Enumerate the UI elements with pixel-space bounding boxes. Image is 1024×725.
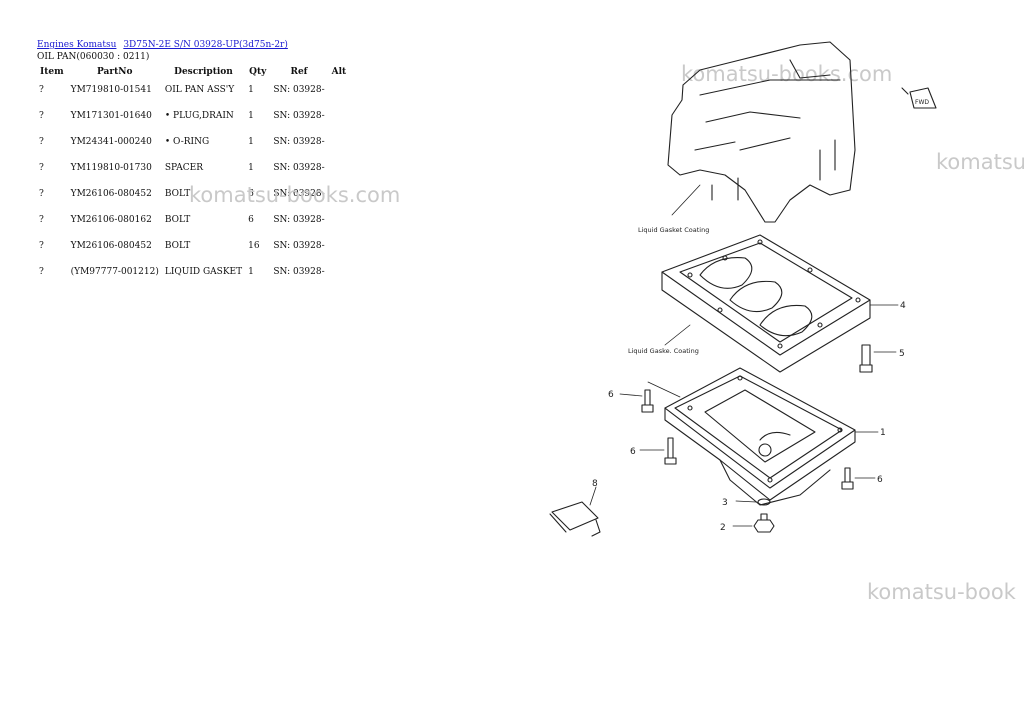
table-row: ? YM26106-080162 BOLT 6 SN: 03928- bbox=[36, 215, 350, 241]
cell-partno: YM26106-080452 bbox=[70, 241, 152, 251]
cell-partno: YM24341-000240 bbox=[70, 137, 152, 147]
cell-item: ? bbox=[39, 111, 44, 121]
fwd-arrow-icon bbox=[901, 87, 937, 109]
table-row: ? YM26106-080452 BOLT 6 SN: 03928- bbox=[36, 189, 350, 215]
cell-qty: 6 bbox=[248, 189, 254, 199]
cell-partno: (YM97777-001212) bbox=[70, 267, 159, 277]
gasket-coating-note: Liquid Gasket Coating bbox=[638, 226, 709, 234]
spacer-drawing bbox=[661, 234, 871, 373]
cell-item: ? bbox=[39, 163, 44, 173]
cell-item: ? bbox=[39, 189, 44, 199]
breadcrumb-link-engines[interactable]: Engines Komatsu bbox=[37, 40, 117, 50]
cell-qty: 1 bbox=[248, 111, 254, 121]
cell-ref: SN: 03928- bbox=[273, 189, 325, 199]
cell-ref: SN: 03928- bbox=[273, 241, 325, 251]
parts-table: Item PartNo Description Qty Ref Alt ? YM7… bbox=[36, 65, 350, 285]
cell-description: OIL PAN ASS'Y bbox=[164, 85, 235, 95]
column-header-item: Item bbox=[40, 67, 64, 77]
engine-block-drawing bbox=[667, 41, 856, 223]
cell-ref: SN: 03928- bbox=[273, 163, 325, 173]
callout-5: 5 bbox=[899, 349, 905, 359]
drain-plug-drawing bbox=[753, 513, 775, 533]
oil-pan-drawing bbox=[664, 367, 856, 506]
cell-item: ? bbox=[39, 215, 44, 225]
cell-description: • PLUG,DRAIN bbox=[164, 111, 234, 121]
fwd-label: FWD bbox=[915, 99, 929, 106]
cell-alt bbox=[328, 215, 351, 241]
cell-description: • O-RING bbox=[164, 137, 210, 147]
cell-ref: SN: 03928- bbox=[273, 215, 325, 225]
column-header-description: Description bbox=[174, 67, 233, 77]
cell-partno: YM119810-01730 bbox=[70, 163, 152, 173]
cell-description: SPACER bbox=[164, 163, 203, 173]
table-row: ? YM119810-01730 SPACER 1 SN: 03928- bbox=[36, 163, 350, 189]
table-row: ? YM26106-080452 BOLT 16 SN: 03928- bbox=[36, 241, 350, 267]
column-header-ref: Ref bbox=[290, 67, 308, 77]
bolt-6-right-drawing bbox=[841, 467, 854, 490]
breadcrumb-link-model[interactable]: 3D75N-2E S/N 03928-UP(3d75n-2r) bbox=[123, 40, 288, 50]
cell-alt bbox=[328, 241, 351, 267]
cell-qty: 1 bbox=[248, 163, 254, 173]
cell-alt bbox=[328, 85, 351, 111]
cell-partno: YM719810-01541 bbox=[70, 85, 152, 95]
cell-item: ? bbox=[39, 137, 44, 147]
cell-item: ? bbox=[39, 241, 44, 251]
breadcrumb: Engines Komatsu 3D75N-2E S/N 03928-UP(3d… bbox=[37, 40, 292, 50]
bolt-6-left-drawing bbox=[641, 389, 654, 413]
cell-ref: SN: 03928- bbox=[273, 111, 325, 121]
table-row: ? YM171301-01640 • PLUG,DRAIN 1 SN: 03928- bbox=[36, 111, 350, 137]
gasket-coating-note-2: Liquid Gaske. Coating bbox=[628, 347, 699, 355]
cell-description: LIQUID GASKET bbox=[164, 267, 243, 277]
cell-ref: SN: 03928- bbox=[273, 85, 325, 95]
oil-pan-exploded-diagram: FWD Liquid Gasket Coating 4 5 Liquid Gas… bbox=[549, 41, 937, 537]
cell-qty: 6 bbox=[248, 215, 254, 225]
page-subtitle: OIL PAN(060030 : 0211) bbox=[37, 52, 150, 62]
cell-description: BOLT bbox=[164, 241, 191, 251]
table-row: ? YM719810-01541 OIL PAN ASS'Y 1 SN: 03928- bbox=[36, 85, 350, 111]
cell-description: BOLT bbox=[164, 189, 191, 199]
cell-item: ? bbox=[39, 85, 44, 95]
cell-alt bbox=[328, 137, 351, 163]
cell-partno: YM26106-080162 bbox=[70, 215, 152, 225]
table-row: ? YM24341-000240 • O-RING 1 SN: 03928- bbox=[36, 137, 350, 163]
callout-8: 8 bbox=[592, 479, 598, 489]
watermark-text: komatsu-book bbox=[867, 580, 1016, 604]
cell-qty: 1 bbox=[248, 85, 254, 95]
cell-ref: SN: 03928- bbox=[273, 267, 325, 277]
watermark-text: komatsu-books.com bbox=[189, 183, 401, 207]
callout-7: 6 bbox=[630, 447, 636, 457]
liquid-gasket-tube-drawing bbox=[549, 501, 601, 537]
cell-alt bbox=[328, 111, 351, 137]
cell-partno: YM26106-080452 bbox=[70, 189, 152, 199]
callout-6b: 6 bbox=[877, 475, 883, 485]
bolt-5-drawing bbox=[859, 344, 873, 373]
callout-2: 2 bbox=[720, 523, 726, 533]
cell-qty: 16 bbox=[248, 241, 260, 251]
callout-6: 6 bbox=[608, 390, 614, 400]
cell-partno: YM171301-01640 bbox=[70, 111, 152, 121]
cell-description: BOLT bbox=[164, 215, 191, 225]
cell-item: ? bbox=[39, 267, 44, 277]
cell-ref: SN: 03928- bbox=[273, 137, 325, 147]
callout-4: 4 bbox=[900, 301, 906, 311]
callout-1: 1 bbox=[880, 428, 886, 438]
cell-alt bbox=[328, 267, 351, 285]
cell-qty: 1 bbox=[248, 137, 254, 147]
bolt-7-drawing bbox=[664, 437, 677, 465]
column-header-alt: Alt bbox=[331, 67, 347, 77]
callout-3: 3 bbox=[722, 498, 728, 508]
table-header-row: Item PartNo Description Qty Ref Alt bbox=[36, 65, 350, 85]
o-ring-drawing bbox=[757, 498, 771, 506]
column-header-qty: Qty bbox=[249, 67, 267, 77]
cell-qty: 1 bbox=[248, 267, 254, 277]
table-row: ? (YM97777-001212) LIQUID GASKET 1 SN: 03928… bbox=[36, 267, 350, 285]
watermark-text: komatsu bbox=[936, 150, 1024, 174]
column-header-partno: PartNo bbox=[96, 67, 133, 77]
